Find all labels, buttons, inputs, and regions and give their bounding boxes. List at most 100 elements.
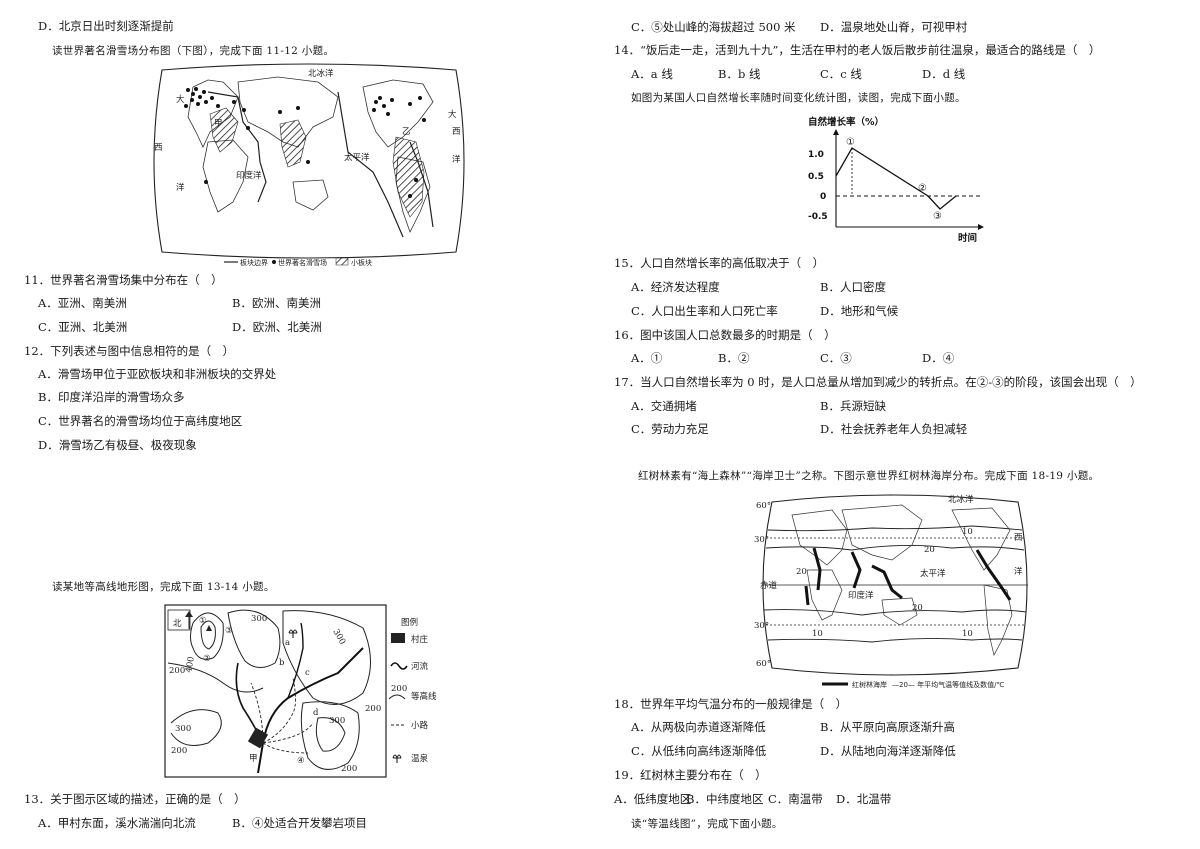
q18-option-c[interactable]: C．从低纬向高纬逐渐降低 bbox=[631, 744, 767, 758]
map2-legend-iso: —20— 年平均气温等值线及数值/℃ bbox=[892, 680, 1004, 689]
legend-spring: 温泉 bbox=[411, 753, 429, 764]
q15-option-a[interactable]: A．经济发达程度 bbox=[631, 280, 720, 294]
ski-resort-map: 北冰洋 大 西 洋 印度洋 太平洋 大 西 洋 甲 乙 板块边界 世界著名滑雪场… bbox=[148, 62, 470, 270]
q13-option-a[interactable]: A．甲村东面，溪水湍湍向北流 bbox=[38, 816, 196, 830]
contour-300-a: 300 bbox=[251, 614, 267, 624]
intro-18-19: 红树林素有“海上森林”“海岸卫士”之称。下图示意世界红树林海岸分布。完成下面 1… bbox=[638, 470, 1100, 482]
q11-option-d[interactable]: D．欧洲、北美洲 bbox=[232, 320, 322, 334]
q16-option-c[interactable]: C．③ bbox=[820, 351, 852, 365]
iso-20-c: 20 bbox=[912, 603, 923, 613]
contour-200-b: 200 bbox=[171, 746, 187, 756]
ytick-1: 1.0 bbox=[808, 150, 824, 160]
q15-option-d[interactable]: D．地形和气候 bbox=[820, 304, 899, 318]
marker-3: ③ bbox=[225, 626, 233, 636]
legend-path: 小路 bbox=[411, 720, 429, 731]
q13-option-d[interactable]: D．温泉地处山脊，可视甲村 bbox=[820, 20, 968, 34]
q18-option-d[interactable]: D．从陆地向海洋逐渐降低 bbox=[820, 744, 956, 758]
q18-option-a[interactable]: A．从两极向赤道逐渐降低 bbox=[631, 720, 766, 734]
chart-marker-3: ③ bbox=[933, 211, 942, 222]
legend-village: 村庄 bbox=[411, 634, 429, 645]
q16-option-d[interactable]: D．④ bbox=[922, 351, 955, 365]
lat-30s: 30° bbox=[754, 621, 769, 631]
q11-option-a[interactable]: A．亚洲、南美洲 bbox=[38, 296, 127, 310]
map1-yi-label: 乙 bbox=[402, 127, 411, 137]
north-label: 北 bbox=[173, 619, 182, 629]
q15-option-c[interactable]: C．人口出生率和人口死亡率 bbox=[631, 304, 778, 318]
intro-next: 读“等温线图”，完成下面小题。 bbox=[631, 818, 783, 830]
q10-option-d: D．北京日出时刻逐渐提前 bbox=[38, 19, 174, 33]
intro-11-12: 读世界著名滑雪场分布图（下图），完成下面 11-12 小题。 bbox=[52, 45, 335, 57]
route-a: a bbox=[285, 638, 290, 648]
map1-pacific-label: 太平洋 bbox=[344, 152, 370, 163]
map1-atlantic-yang: 洋 bbox=[176, 182, 185, 193]
q14-option-a[interactable]: A．a 线 bbox=[631, 67, 673, 81]
q11-option-c[interactable]: C．亚洲、北美洲 bbox=[38, 320, 128, 334]
chart-xlabel: 时间 bbox=[958, 232, 977, 244]
q13-option-c[interactable]: C．⑤处山峰的海拔超过 500 米 bbox=[631, 20, 796, 34]
q16-option-a[interactable]: A．① bbox=[631, 351, 663, 365]
q14-option-d[interactable]: D．d 线 bbox=[922, 67, 966, 81]
map1-atlantic-r-yang: 洋 bbox=[452, 154, 461, 165]
q16-option-b[interactable]: B．② bbox=[718, 351, 750, 365]
iso-10-c: 10 bbox=[812, 629, 823, 639]
intro-15-17: 如图为某国人口自然增长率随时间变化统计图，读图，完成下面小题。 bbox=[631, 92, 966, 104]
q18-stem: 18．世界年平均气温分布的一般规律是（ ） bbox=[614, 697, 848, 711]
ytick-05: 0.5 bbox=[808, 172, 824, 182]
map1-atlantic-xi: 西 bbox=[154, 143, 163, 153]
q19-option-d[interactable]: D．北温带 bbox=[836, 792, 892, 806]
q12-option-b[interactable]: B．印度洋沿岸的滑雪场众多 bbox=[38, 390, 185, 404]
q12-stem: 12．下列表述与图中信息相符的是（ ） bbox=[24, 344, 235, 358]
contour-200-d: 200 bbox=[341, 764, 357, 774]
q11-option-b[interactable]: B．欧洲、南美洲 bbox=[232, 296, 321, 310]
q14-option-c[interactable]: C．c 线 bbox=[820, 67, 862, 81]
q19-option-a[interactable]: A．低纬度地区 bbox=[614, 792, 692, 806]
q17-option-a[interactable]: A．交通拥堵 bbox=[631, 399, 697, 413]
map1-legend-plate: 小板块 bbox=[351, 258, 372, 267]
marker-1: ① bbox=[199, 616, 207, 626]
q12-option-c[interactable]: C．世界著名的滑雪场均位于高纬度地区 bbox=[38, 414, 243, 428]
q14-stem: 14．“饭后走一走，活到九十九”，生活在甲村的老人饭后散步前往温泉，最适合的路线… bbox=[614, 43, 1101, 57]
q15-option-b[interactable]: B．人口密度 bbox=[820, 280, 886, 294]
lat-equator: 赤道 bbox=[760, 580, 778, 591]
contour-200-c: 200 bbox=[365, 704, 381, 714]
contour-200-a: 200 bbox=[169, 666, 185, 676]
chart-marker-2: ② bbox=[918, 183, 927, 194]
ytick-neg05: -0.5 bbox=[808, 212, 828, 222]
q16-stem: 16．图中该国人口总数最多的时期是（ ） bbox=[614, 328, 836, 342]
iso-10-a: 10 bbox=[962, 527, 973, 537]
map1-atlantic-r-xi: 西 bbox=[452, 127, 461, 137]
marker-4: ④ bbox=[297, 756, 305, 766]
q19-option-c[interactable]: C．南温带 bbox=[768, 792, 823, 806]
q17-option-c[interactable]: C．劳动力充足 bbox=[631, 422, 709, 436]
map1-indian-label: 印度洋 bbox=[236, 170, 262, 181]
contour-400: 400 bbox=[184, 656, 197, 674]
iso-20-a: 20 bbox=[796, 567, 807, 577]
q17-option-b[interactable]: B．兵源短缺 bbox=[820, 399, 886, 413]
q18-option-b[interactable]: B．从平原向高原逐渐升高 bbox=[820, 720, 955, 734]
q19-option-b[interactable]: B．中纬度地区 bbox=[686, 792, 764, 806]
marker-2: ② bbox=[203, 654, 211, 664]
q17-option-d[interactable]: D．社会抚养老年人负担减轻 bbox=[820, 422, 968, 436]
map2-legend-mangrove: 红树林海岸 bbox=[852, 680, 887, 689]
contour-map: 北 400 300 300 300 300 200 200 200 200 ① … bbox=[163, 603, 448, 783]
map2-pacific: 太平洋 bbox=[920, 568, 946, 579]
map1-legend-boundary: 板块边界 bbox=[240, 258, 268, 267]
q14-option-b[interactable]: B．b 线 bbox=[718, 67, 761, 81]
lat-30n: 30° bbox=[754, 535, 769, 545]
map2-arctic: 北冰洋 bbox=[948, 494, 974, 505]
q12-option-a[interactable]: A．滑雪场甲位于亚欧板块和非洲板块的交界处 bbox=[38, 367, 277, 381]
route-d: d bbox=[313, 708, 319, 718]
iso-10-b: 10 bbox=[962, 629, 973, 639]
q13-stem: 13．关于图示区域的描述，正确的是（ ） bbox=[24, 792, 246, 806]
q13-option-b[interactable]: B．④处适合开发攀岩项目 bbox=[232, 816, 367, 830]
lat-60s: 60° bbox=[756, 659, 771, 669]
q12-option-d[interactable]: D．滑雪场乙有极昼、极夜现象 bbox=[38, 438, 197, 452]
map1-jia-label: 甲 bbox=[214, 119, 223, 129]
intro-13-14: 读某地等高线地形图，完成下面 13-14 小题。 bbox=[52, 581, 275, 593]
map2-indian: 印度洋 bbox=[848, 590, 874, 601]
chart-ylabel: 自然增长率（%） bbox=[808, 116, 884, 128]
lat-60n: 60° bbox=[756, 501, 771, 511]
q15-stem: 15．人口自然增长率的高低取决于（ ） bbox=[614, 256, 825, 270]
map1-atlantic-da: 大 bbox=[176, 94, 185, 105]
contour-300-d: 300 bbox=[329, 716, 345, 726]
